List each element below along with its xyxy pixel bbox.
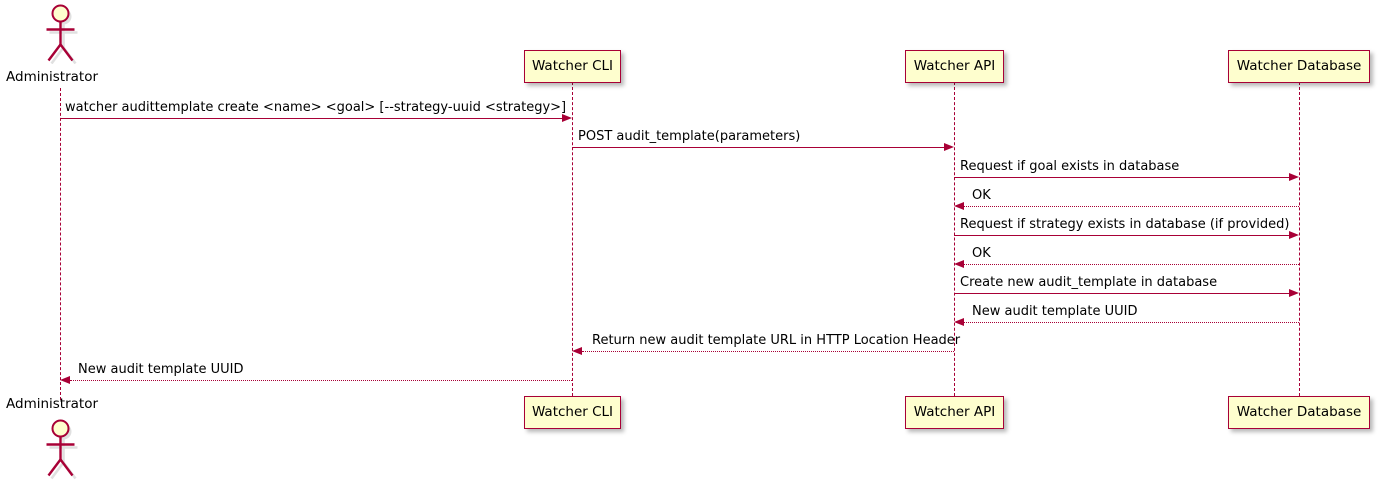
message-line-5	[954, 235, 1290, 236]
message-line-8	[964, 322, 1299, 323]
message-line-6	[964, 264, 1299, 265]
lifeline-administrator	[60, 88, 61, 400]
message-arrowhead-7	[1289, 288, 1299, 297]
message-arrowhead-8	[954, 317, 964, 326]
message-arrowhead-9	[572, 346, 582, 355]
lifeline-watcher-api	[954, 82, 955, 396]
message-label-5: Request if strategy exists in database (…	[960, 217, 1290, 232]
message-arrowhead-5	[1289, 230, 1299, 239]
message-label-10: New audit template UUID	[78, 362, 244, 377]
message-label-2: POST audit_template(parameters)	[578, 129, 801, 144]
message-label-3: Request if goal exists in database	[960, 159, 1180, 174]
message-line-2	[572, 147, 945, 148]
message-arrowhead-4	[954, 201, 964, 210]
participant-watcher-api-bottom: Watcher API	[905, 396, 1004, 429]
lifeline-watcher-cli	[572, 82, 573, 396]
actor-label-administrator-bottom: Administrator	[6, 396, 99, 412]
message-arrowhead-2	[944, 142, 954, 151]
message-arrowhead-1	[562, 113, 572, 122]
message-label-1: watcher audittemplate create <name> <goa…	[65, 100, 567, 115]
message-label-9: Return new audit template URL in HTTP Lo…	[592, 333, 961, 348]
message-line-9	[582, 351, 954, 352]
actor-administrator-top	[46, 4, 78, 64]
message-arrowhead-3	[1289, 172, 1299, 181]
message-label-8: New audit template UUID	[972, 304, 1138, 319]
actor-label-administrator-top: Administrator	[6, 69, 99, 85]
message-line-10	[70, 380, 572, 381]
message-label-4: OK	[972, 188, 991, 203]
message-line-4	[964, 206, 1299, 207]
lifeline-watcher-database	[1299, 82, 1300, 396]
actor-administrator-bottom	[46, 419, 78, 480]
message-line-1	[60, 118, 563, 119]
participant-watcher-database-bottom: Watcher Database	[1228, 396, 1370, 429]
participant-watcher-cli-top: Watcher CLI	[524, 50, 621, 83]
participant-watcher-api-top: Watcher API	[905, 50, 1004, 83]
participant-watcher-database-top: Watcher Database	[1228, 50, 1370, 83]
message-arrowhead-10	[60, 375, 70, 384]
message-arrowhead-6	[954, 259, 964, 268]
message-line-3	[954, 177, 1290, 178]
message-label-6: OK	[972, 246, 991, 261]
message-line-7	[954, 293, 1290, 294]
message-label-7: Create new audit_template in database	[960, 275, 1218, 290]
participant-watcher-cli-bottom: Watcher CLI	[524, 396, 621, 429]
